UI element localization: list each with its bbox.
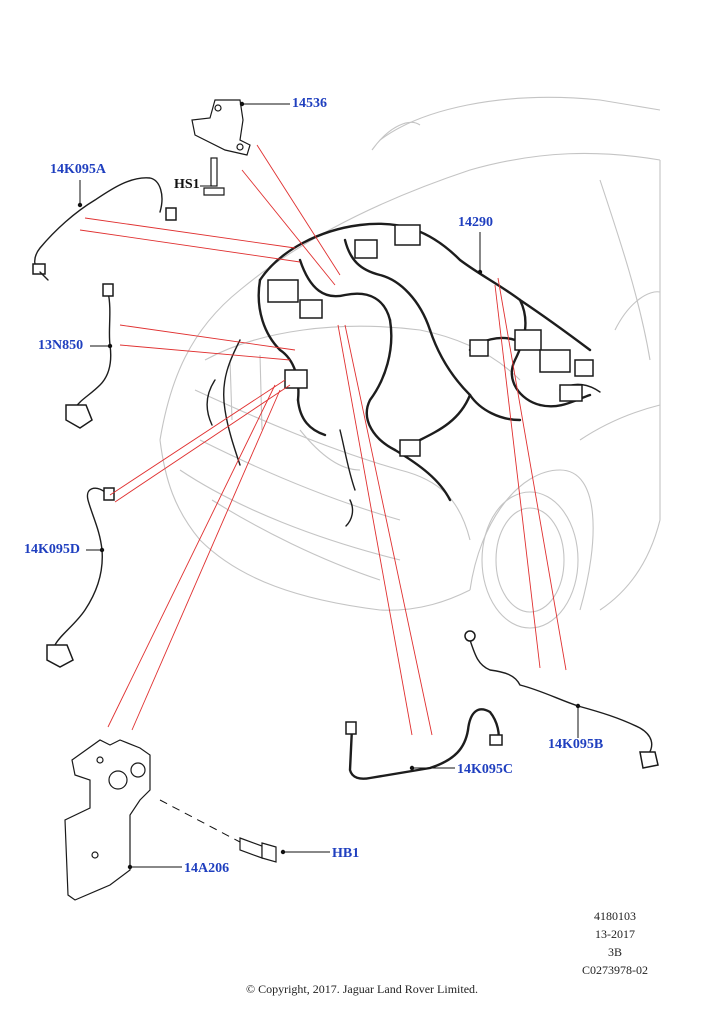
- harness-14K095A: [32, 177, 177, 281]
- reference-number: 4180103: [594, 909, 636, 923]
- harness-14K095B: [464, 630, 659, 769]
- callout-14K095D: 14K095D: [24, 542, 80, 557]
- callout-hs1: HS1: [174, 177, 200, 192]
- reference-revision: 3B: [607, 945, 622, 959]
- callout-14K095B: 14K095B: [548, 737, 604, 752]
- bolt-hb1: [159, 799, 277, 863]
- callout-14K095A: 14K095A: [50, 162, 106, 177]
- callout-14A206: 14A206: [184, 861, 230, 876]
- stud-hs1: [203, 157, 225, 196]
- bracket-14536: [191, 99, 251, 156]
- reference-date: 13-2017: [595, 927, 635, 941]
- callout-14290: 14290: [458, 215, 493, 230]
- red-leader-lines: [79, 144, 567, 736]
- reference-code: C0273978-02: [582, 963, 648, 977]
- callout-hb1: HB1: [332, 846, 360, 861]
- bracket-14A206: [64, 739, 151, 901]
- callout-14K095C: 14K095C: [457, 762, 513, 777]
- black-leader-lines: [77, 101, 581, 870]
- harness-13N850: [65, 283, 114, 429]
- callout-14536: 14536: [292, 96, 327, 111]
- engine-harness-14290: [206, 222, 601, 527]
- harness-14K095D: [46, 487, 115, 668]
- callout-13N850: 13N850: [38, 338, 84, 353]
- vehicle-outline: [159, 96, 661, 629]
- harness-14K095C: [345, 708, 503, 780]
- copyright-notice: © Copyright, 2017. Jaguar Land Rover Lim…: [245, 982, 479, 996]
